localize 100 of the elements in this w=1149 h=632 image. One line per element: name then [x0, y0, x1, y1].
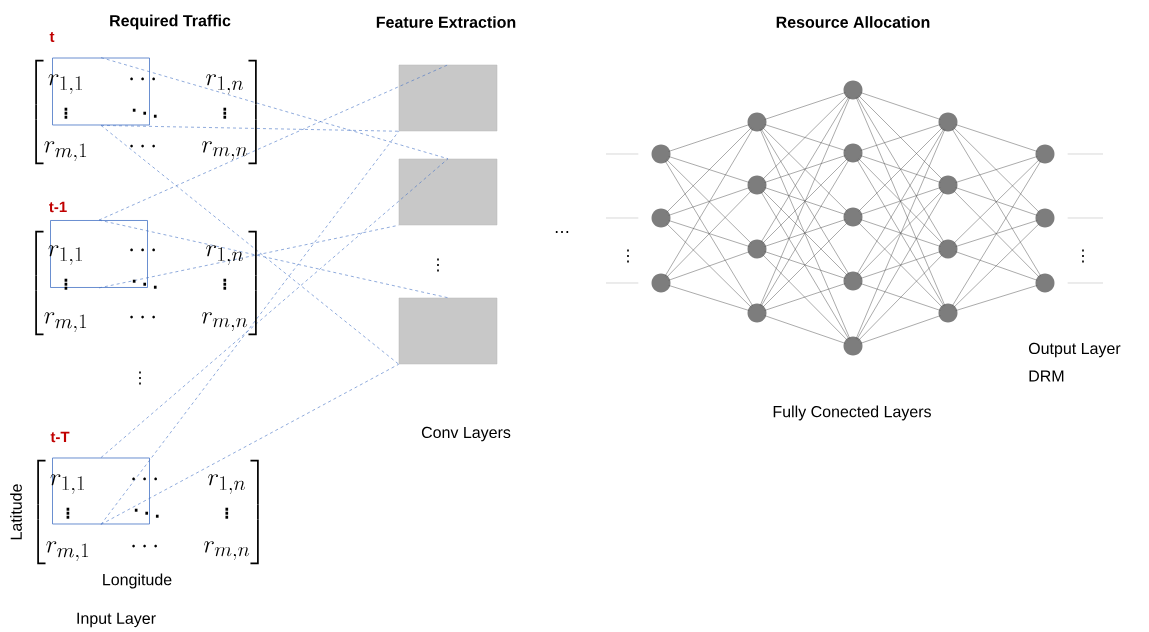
neuron-circle — [651, 273, 671, 293]
connection-line — [759, 129, 851, 339]
connection-line — [860, 283, 941, 311]
dashed-connector — [100, 363, 400, 525]
conv-layer-box — [398, 64, 498, 132]
connection-line — [666, 159, 752, 244]
time-step-label: t — [49, 32, 55, 42]
connection-line — [764, 251, 846, 279]
connection-line — [951, 160, 1042, 307]
neuron-circle — [651, 144, 671, 164]
connection-line — [664, 128, 754, 277]
connection-line — [762, 95, 848, 180]
connection-line — [856, 191, 945, 340]
connection-line — [668, 285, 750, 311]
connection-line — [666, 127, 752, 213]
connection-line — [858, 95, 943, 180]
connection-line — [955, 124, 1038, 152]
connection-line — [858, 254, 943, 341]
connection-line — [856, 159, 945, 307]
connection-line — [858, 190, 943, 276]
ellipsis: ⋮ — [1082, 249, 1084, 263]
axis-label: Latitude — [10, 484, 22, 540]
connection-line — [858, 222, 943, 308]
connection-line — [955, 251, 1038, 281]
connection-line — [855, 129, 946, 339]
connection-line — [955, 220, 1038, 247]
connection-line — [951, 128, 1042, 277]
connection-line — [858, 158, 943, 244]
section-heading: Feature Extraction — [376, 16, 516, 28]
neuron-circle — [938, 175, 958, 195]
neuron-circle — [1035, 144, 1055, 164]
connection-line — [860, 315, 941, 344]
connection-line — [855, 97, 946, 306]
section-heading: Resource Allocation — [776, 16, 930, 28]
connection-line — [953, 159, 1040, 244]
neuron-circle — [747, 303, 767, 323]
connection-line — [860, 155, 941, 183]
section-heading: Required Traffic — [110, 14, 231, 30]
connection-line — [860, 124, 941, 151]
connection-line — [668, 124, 750, 152]
connection-line — [860, 219, 941, 247]
neuron-circle — [938, 112, 958, 132]
connection-line — [858, 127, 943, 212]
neuron-circle — [843, 336, 863, 356]
connection-line — [764, 124, 846, 151]
connection-line — [860, 187, 941, 215]
neuron-circle — [843, 143, 863, 163]
connection-line — [860, 92, 941, 120]
connection-line — [664, 160, 754, 307]
caption-text: DRM — [1029, 370, 1064, 382]
connection-line — [666, 190, 752, 278]
connection-line — [760, 128, 850, 275]
connection-line — [856, 96, 945, 243]
connection-line — [860, 251, 941, 279]
conv-layer-box — [398, 158, 498, 226]
caption-text: Output Layer — [1028, 342, 1121, 358]
connection-line — [668, 251, 750, 281]
connection-line — [762, 222, 848, 308]
caption-text: Conv Layers — [421, 426, 511, 442]
caption-text: Longitude — [103, 573, 172, 589]
connection-line — [760, 159, 850, 307]
conv-layer-box — [398, 297, 498, 365]
connection-line — [764, 92, 846, 120]
connection-line — [668, 220, 750, 247]
connection-line — [953, 127, 1040, 213]
neuron-circle — [938, 303, 958, 323]
connection-line — [668, 156, 750, 183]
caption-text: Fully Conected Layers — [773, 405, 931, 421]
connection-line — [955, 285, 1038, 311]
connection-line — [764, 155, 846, 183]
ellipsis: ⋮ — [627, 249, 629, 263]
ellipsis: ⋮ — [139, 371, 141, 385]
neuron-circle — [843, 80, 863, 100]
neuron-circle — [651, 208, 671, 228]
connection-line — [762, 254, 848, 341]
connection-line — [762, 158, 848, 244]
ellipsis: ⋮ — [437, 258, 439, 272]
connection-line — [764, 219, 846, 247]
time-step-label: t-T — [50, 431, 70, 443]
connection-line — [760, 191, 850, 340]
ellipsis: … — [555, 231, 569, 233]
connection-line — [759, 97, 851, 306]
neuron-circle — [747, 112, 767, 132]
neuron-circle — [843, 207, 863, 227]
connection-line — [762, 190, 848, 276]
connection-line — [666, 223, 752, 308]
connection-line — [764, 283, 846, 311]
connection-line — [953, 190, 1040, 278]
connection-line — [856, 128, 945, 275]
connection-line — [953, 223, 1040, 308]
connection-line — [955, 187, 1038, 216]
connection-line — [764, 187, 846, 215]
neuron-circle — [843, 271, 863, 291]
connection-line — [668, 187, 750, 216]
neuron-circle — [1035, 273, 1055, 293]
caption-text: Input Layer — [77, 612, 156, 628]
connection-line — [955, 156, 1038, 183]
neuron-circle — [938, 239, 958, 259]
connection-line — [760, 96, 850, 243]
connection-line — [762, 127, 848, 212]
